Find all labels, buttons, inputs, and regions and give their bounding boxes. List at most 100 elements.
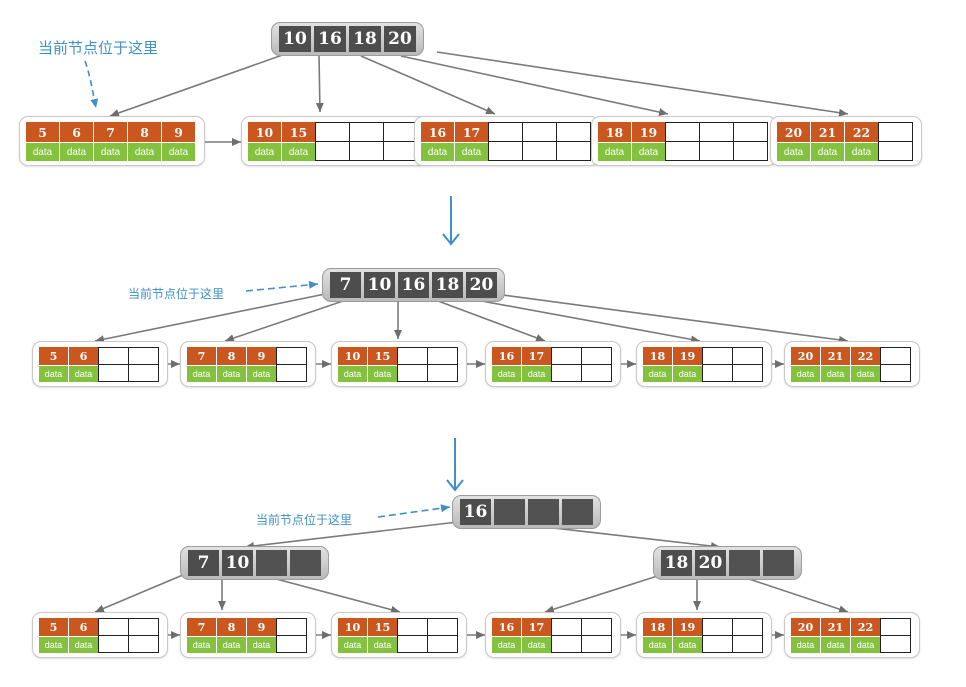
leaf-data: data [673,365,703,382]
empty-key-slot [880,347,911,365]
leaf-data: data [94,142,128,161]
empty-data-slot [128,636,159,653]
empty-data-slot [551,365,582,382]
leaf-key: 22 [851,618,881,636]
leaf-key: 20 [791,347,821,365]
leaf-data: data [39,365,69,382]
empty-key-slot [98,347,129,365]
leaf-key: 6 [69,347,99,365]
empty-data-slot [702,365,733,382]
leaf-data: data [632,142,666,161]
leaf-key: 21 [821,618,851,636]
empty-data-slot [383,142,418,161]
leaf-key: 15 [368,347,398,365]
leaf-data: data [777,142,811,161]
leaf-key: 7 [187,347,217,365]
empty-index-slot [290,550,321,576]
leaf-data: data [522,636,552,653]
empty-data-slot [427,636,458,653]
leaf-key: 5 [39,618,69,636]
index-key: 18 [661,550,692,576]
current-node-annotation-3: 当前节点位于这里 [256,513,353,527]
leaf-data: data [643,636,673,653]
empty-data-slot [581,636,612,653]
empty-data-slot [665,142,700,161]
index-key: 20 [466,272,497,298]
leaf-key: 20 [791,618,821,636]
index-key: 18 [349,26,381,52]
leaf-key: 21 [811,122,845,142]
empty-key-slot [551,618,582,636]
pointer-arrow [315,55,324,113]
leaf-key: 19 [673,347,703,365]
leaf-key: 5 [26,122,60,142]
index-key: 16 [314,26,346,52]
index-key: 10 [364,272,395,298]
pointer-arrow [436,51,849,117]
leaf-data: data [455,142,489,161]
empty-key-slot [276,618,307,636]
leaf-key: 6 [69,618,99,636]
leaf-data: data [851,365,881,382]
empty-data-slot [276,365,307,382]
leaf-data: data [187,365,217,382]
leaf-key: 18 [643,347,673,365]
leaf-key: 8 [217,347,247,365]
empty-data-slot [551,636,582,653]
leaf-data: data [247,365,277,382]
leaf-key: 7 [187,618,217,636]
empty-data-slot [733,142,768,161]
leaf-key: 21 [821,347,851,365]
leaf-data: data [791,365,821,382]
pointer-arrow [94,292,331,344]
empty-data-slot [880,365,911,382]
leaf-key: 19 [673,618,703,636]
annotation-arrow-1 [84,60,99,109]
leaf-key: 10 [338,347,368,365]
leaf-key: 16 [492,618,522,636]
leaf-data: data [282,142,316,161]
empty-data-slot [397,365,428,382]
empty-key-slot [878,122,913,142]
leaf-key: 9 [162,122,196,142]
pointer-arrow [400,55,669,116]
index-key: 16 [460,499,491,525]
empty-index-slot [562,499,593,525]
index-key: 10 [279,26,311,52]
empty-key-slot [98,618,129,636]
leaf-data: data [69,636,99,653]
leaf-key: 6 [60,122,94,142]
empty-data-slot [128,365,159,382]
leaf-data: data [673,636,703,653]
root-node-3: 16 [452,495,601,529]
leaf-data: data [60,142,94,161]
empty-index-slot [256,550,287,576]
leaf-data: data [821,636,851,653]
empty-key-slot [880,618,911,636]
index-key: 20 [695,550,726,576]
empty-key-slot [581,347,612,365]
empty-data-slot [732,636,763,653]
leaf-data: data [338,636,368,653]
leaf-data: data [128,142,162,161]
annotation-arrow-3 [377,504,451,518]
leaf-data: data [248,142,282,161]
index-key: 20 [384,26,416,52]
pointer-arrow [544,571,671,614]
annotation-arrow-2 [245,280,319,292]
empty-key-slot [732,618,763,636]
empty-data-slot [699,142,734,161]
leaf-data: data [845,142,879,161]
empty-key-slot [427,618,458,636]
leaf-key: 10 [248,122,282,142]
